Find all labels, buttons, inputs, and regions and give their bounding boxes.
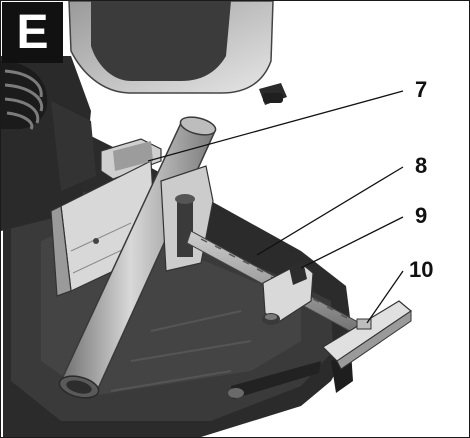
leader-line-9 [300,216,404,269]
callout-leaders [147,90,404,324]
leader-line-8 [256,166,404,256]
callout-label-7: 7 [415,77,428,102]
leader-line-7 [147,90,404,162]
callout-label-10: 10 [409,257,434,282]
crank-handle [322,300,412,370]
blade-guard [68,1,287,105]
leader-line-10 [366,270,404,324]
callout-label-8: 8 [415,153,428,178]
spring-housing [1,56,96,231]
callout-label-9: 9 [415,203,428,228]
figure-letter-badge: E [2,2,63,63]
